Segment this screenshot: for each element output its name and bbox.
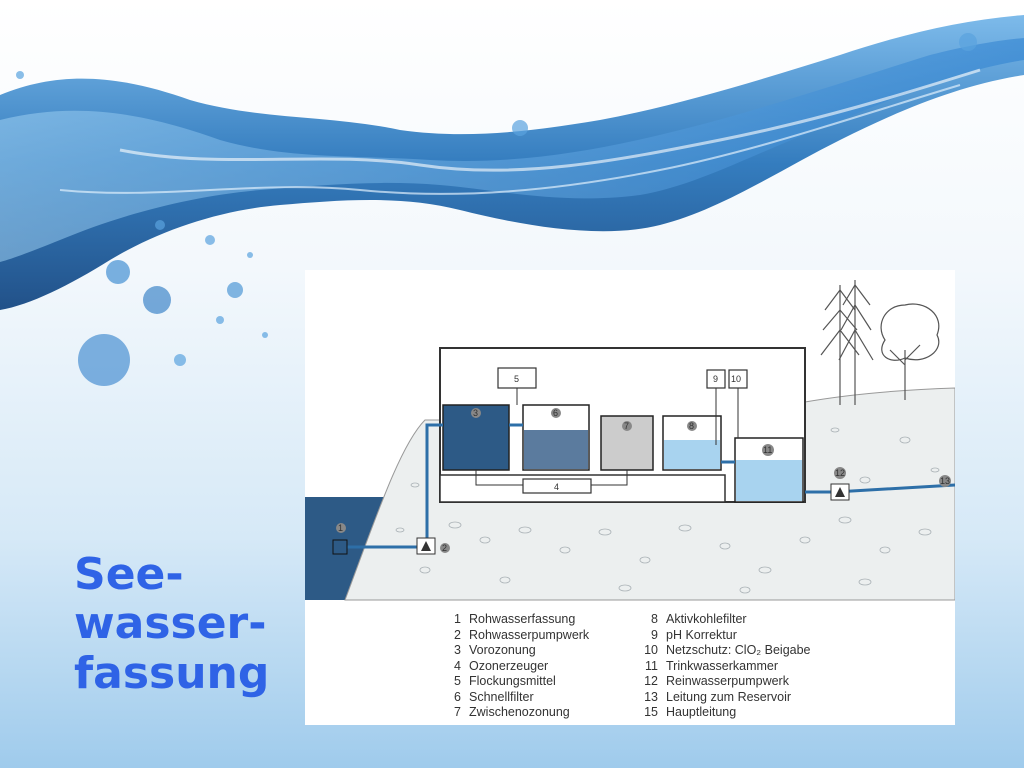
label-1: 1 [338, 523, 343, 533]
legend-number: 15 [644, 705, 658, 719]
slide-title-line-3: fassung [74, 647, 270, 699]
legend-text: Aktivkohlefilter [666, 612, 747, 626]
slide-title-line-2: wasser- [74, 598, 267, 650]
trees-illustration [820, 280, 940, 405]
legend-number: 4 [454, 658, 461, 673]
label-10: 10 [731, 374, 741, 384]
legend-text: Rohwasserfassung [469, 612, 576, 626]
legend-text: Vorozonung [469, 643, 536, 657]
legend-number: 12 [644, 674, 658, 688]
intake-rohwasserfassung [332, 539, 348, 555]
legend-text: Ozonerzeuger [469, 658, 549, 673]
legend-text: Zwischenozonung [469, 705, 570, 719]
legend-text: pH Korrektur [666, 627, 737, 642]
tank-aktivkohlefilter-water [664, 440, 720, 469]
label-4: 4 [554, 482, 559, 492]
label-6: 6 [553, 408, 558, 418]
legend-number: 9 [651, 627, 658, 642]
legend-text: Netzschutz: ClO₂ Beigabe [666, 643, 811, 657]
treatment-plant-scheme: 1 2 3 4 5 6 7 8 9 10 11 12 13 [305, 280, 955, 601]
legend-number: 3 [454, 643, 461, 657]
legend-text: Flockungsmittel [469, 674, 556, 688]
legend-number: 10 [644, 643, 658, 657]
legend-text: Hauptleitung [666, 705, 737, 719]
legend-number: 13 [644, 689, 658, 704]
slide-title-line-1: See- [74, 549, 184, 600]
label-8: 8 [689, 421, 694, 431]
tank-trinkwasserkammer-water [736, 460, 802, 501]
label-13: 13 [940, 476, 950, 486]
slide-title: See- wasser- fassung [74, 550, 269, 698]
label-2: 2 [442, 543, 447, 553]
label-5: 5 [514, 374, 519, 384]
tank-schnellfilter-water [524, 430, 588, 469]
legend-text: Rohwasserpumpwerk [469, 627, 590, 642]
legend-number: 2 [454, 627, 461, 642]
legend-number: 8 [651, 612, 658, 626]
box-ozonerzeuger [522, 478, 592, 494]
label-11: 11 [763, 445, 772, 455]
legend-number: 1 [454, 612, 461, 626]
legend-text: Leitung zum Reservoir [666, 689, 792, 704]
legend-number: 5 [454, 674, 461, 688]
water-splash-banner [0, 15, 1024, 386]
label-12: 12 [835, 468, 845, 478]
legend-text: Schnellfilter [469, 689, 534, 704]
label-3: 3 [473, 408, 478, 418]
label-9: 9 [713, 374, 718, 384]
legend-number: 11 [645, 658, 658, 673]
legend-number: 7 [454, 705, 461, 719]
legend-text: Trinkwasserkammer [666, 658, 779, 673]
diagram-legend: 1 Rohwasserfassung 2 Rohwasserpumpwerk 3 Voro… [305, 610, 955, 725]
legend-text: Reinwasserpumpwerk [666, 674, 789, 688]
label-7: 7 [624, 421, 629, 431]
legend-number: 6 [454, 689, 461, 704]
